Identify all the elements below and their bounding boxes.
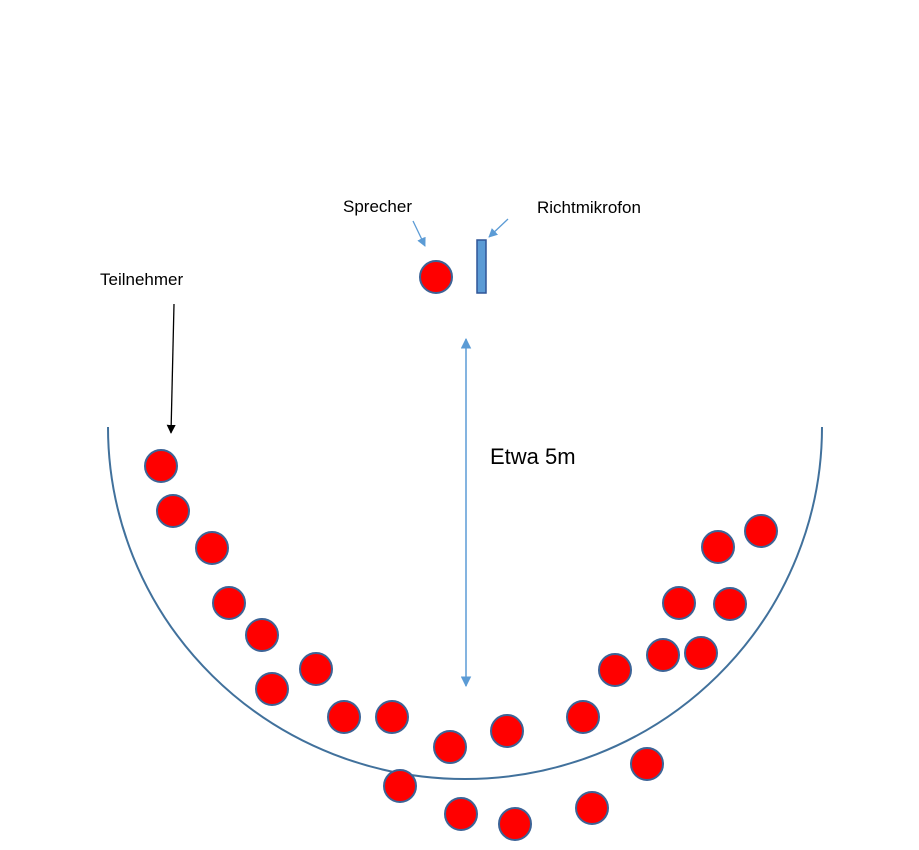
participant-circle <box>433 730 467 764</box>
participant-circle <box>144 449 178 483</box>
participant-circle <box>299 652 333 686</box>
participant-circle <box>684 636 718 670</box>
distance-label: Etwa 5m <box>490 444 576 469</box>
participant-circle <box>383 769 417 803</box>
participants-pointer-arrow <box>166 303 176 434</box>
participant-circle <box>156 494 190 528</box>
participant-circle <box>498 807 532 841</box>
participant-circle <box>195 531 229 565</box>
participant-circle <box>444 797 478 831</box>
participant-circle <box>713 587 747 621</box>
speaker-circle <box>419 260 453 294</box>
seating-arc <box>107 426 823 780</box>
participant-circle <box>255 672 289 706</box>
participant-circle <box>646 638 680 672</box>
participant-circle <box>630 747 664 781</box>
speaker-label: Sprecher <box>343 197 412 216</box>
participant-circle <box>490 714 524 748</box>
microphone-icon <box>476 239 487 294</box>
participant-circle <box>245 618 279 652</box>
participants-label: Teilnehmer <box>100 270 184 289</box>
participant-circle <box>327 700 361 734</box>
participant-circle <box>662 586 696 620</box>
microphone-label: Richtmikrofon <box>537 198 641 217</box>
participant-circle <box>598 653 632 687</box>
speaker-pointer-arrow <box>412 220 426 247</box>
participant-circle <box>744 514 778 548</box>
participant-circle <box>566 700 600 734</box>
participant-circle <box>701 530 735 564</box>
microphone-pointer-arrow <box>488 218 509 238</box>
participants-group <box>144 449 778 841</box>
participant-circle <box>375 700 409 734</box>
participant-circle <box>575 791 609 825</box>
participant-circle <box>212 586 246 620</box>
